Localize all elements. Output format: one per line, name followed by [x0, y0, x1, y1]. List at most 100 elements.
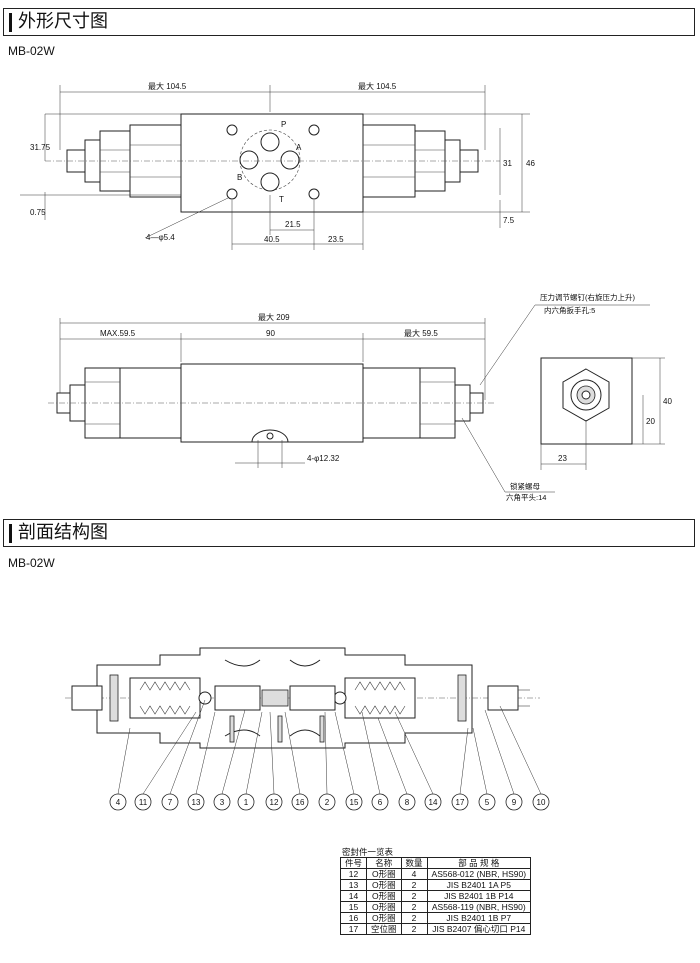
- top-view: 最大 104.5 最大 104.5 P A B T: [20, 81, 535, 250]
- cell: JIS B2401 1B P14: [426, 890, 532, 902]
- dim-max-left: 最大 104.5: [148, 81, 187, 91]
- dim-20: 20: [646, 417, 655, 426]
- note-adjust-screw: 压力调节螺钉(右旋压力上升): [540, 292, 635, 302]
- section-view: [65, 647, 540, 749]
- cell: O形圈: [366, 901, 402, 913]
- cell: JIS B2407 偏心切口 P14: [426, 923, 532, 935]
- model-label-outline: MB-02W: [8, 44, 55, 58]
- port-p: P: [281, 120, 286, 129]
- seal-table-title: 密封件一览表: [342, 848, 394, 858]
- side-view: 最大 209 MAX.59.5 90 最大 59.5 4-φ12.32 压力调节…: [48, 292, 650, 502]
- port-t: T: [279, 195, 284, 204]
- cell: 2: [400, 901, 428, 913]
- callout-leader: [394, 711, 434, 795]
- callout-bubble: [134, 793, 152, 811]
- cell: 空位圈: [366, 923, 402, 935]
- dim-23: 23: [558, 454, 567, 463]
- callout-label: 15: [350, 798, 359, 807]
- seal-table-header: 件号 名称 数量 部 品 规 格: [339, 857, 532, 869]
- cell: 16: [339, 912, 368, 924]
- cell: AS568-119 (NBR, HS90): [426, 901, 532, 913]
- cell: 13: [339, 879, 368, 891]
- callout-bubble: [371, 793, 389, 811]
- callout-label: 1: [244, 798, 249, 807]
- callout-leader: [169, 699, 206, 795]
- callout-bubble: [237, 793, 255, 811]
- section-header-section: 剖面结构图: [3, 519, 695, 547]
- table-row: 15 O形圈 2 AS568-119 (NBR, HS90): [339, 901, 532, 913]
- dim-0-75: 0.75: [30, 208, 46, 217]
- callout-bubble: [109, 793, 127, 811]
- callout-bubble: [451, 793, 469, 811]
- port-b: B: [237, 173, 242, 182]
- callout-bubble: [478, 793, 496, 811]
- dim-max-209: 最大 209: [258, 312, 290, 322]
- header-spec: 部 品 规 格: [426, 857, 532, 869]
- cell: 2: [400, 890, 428, 902]
- cell: 4: [400, 868, 428, 880]
- dim-max-59-5-left: MAX.59.5: [100, 329, 136, 338]
- section-title-section: 剖面结构图: [18, 522, 108, 543]
- note-hex-socket: 内六角扳手孔:5: [544, 305, 595, 315]
- dim-40: 40: [663, 397, 672, 406]
- cell: 17: [339, 923, 368, 935]
- callout-bubble: [213, 793, 231, 811]
- callout-leader: [269, 711, 275, 795]
- callout-label: 9: [512, 798, 517, 807]
- callout-label: 12: [270, 798, 279, 807]
- cell: 2: [400, 879, 428, 891]
- callout-label: 10: [537, 798, 546, 807]
- header-qty: 数量: [400, 857, 428, 869]
- dim-23-5: 23.5: [328, 235, 344, 244]
- callout-bubble: [161, 793, 179, 811]
- note-lock-nut: 锁紧螺母: [510, 481, 540, 491]
- table-row: 17 空位圈 2 JIS B2407 偏心切口 P14: [339, 923, 532, 935]
- callout-label: 17: [456, 798, 465, 807]
- section-title-outline: 外形尺寸图: [18, 11, 108, 32]
- table-row: 14 O形圈 2 JIS B2401 1B P14: [339, 890, 532, 902]
- dim-max-right: 最大 104.5: [358, 81, 397, 91]
- callout-leader: [117, 727, 131, 795]
- callout-label: 7: [168, 798, 173, 807]
- seal-table: 件号 名称 数量 部 品 规 格 12 O形圈 4 AS568-012 (NBR…: [339, 857, 532, 935]
- table-row: 13 O形圈 2 JIS B2401 1A P5: [339, 879, 532, 891]
- callout-leader: [195, 711, 216, 795]
- callout-bubble: [424, 793, 442, 811]
- callout-bubble: [398, 793, 416, 811]
- cell: JIS B2401 1B P7: [426, 912, 532, 924]
- dim-90: 90: [266, 329, 275, 338]
- dim-holes-12-32: 4-φ12.32: [307, 454, 340, 463]
- callout-leader: [142, 711, 197, 795]
- callout-label: 16: [296, 798, 305, 807]
- callout-leader: [245, 711, 263, 795]
- dim-7-5: 7.5: [503, 216, 515, 225]
- callout-bubble: [187, 793, 205, 811]
- callout-bubble: [318, 793, 336, 811]
- callout-leader: [459, 727, 469, 795]
- dim-31-75: 31.75: [30, 143, 51, 152]
- callout-label: 5: [485, 798, 490, 807]
- dim-31: 31: [503, 159, 512, 168]
- callout-leader: [324, 711, 328, 795]
- callout-leader: [377, 717, 408, 795]
- callout-leader: [334, 711, 355, 795]
- header-name: 名称: [366, 857, 402, 869]
- cell: O形圈: [366, 868, 402, 880]
- callout-label: 8: [405, 798, 410, 807]
- callout-label: 14: [429, 798, 438, 807]
- callout-label: 13: [192, 798, 201, 807]
- dim-max-59-5-right: 最大 59.5: [404, 328, 438, 338]
- cell: 2: [400, 923, 428, 935]
- model-label-section: MB-02W: [8, 556, 55, 570]
- callout-label: 2: [325, 798, 330, 807]
- cell: O形圈: [366, 912, 402, 924]
- table-row: 12 O形圈 4 AS568-012 (NBR, HS90): [339, 868, 532, 880]
- cell: O形圈: [366, 890, 402, 902]
- cell: 12: [339, 868, 368, 880]
- end-view: 40 20 23: [540, 357, 672, 470]
- table-row: 16 O形圈 2 JIS B2401 1B P7: [339, 912, 532, 924]
- cell: JIS B2401 1A P5: [426, 879, 532, 891]
- cell: 14: [339, 890, 368, 902]
- dim-holes-5-4: 4—φ5.4: [146, 233, 175, 242]
